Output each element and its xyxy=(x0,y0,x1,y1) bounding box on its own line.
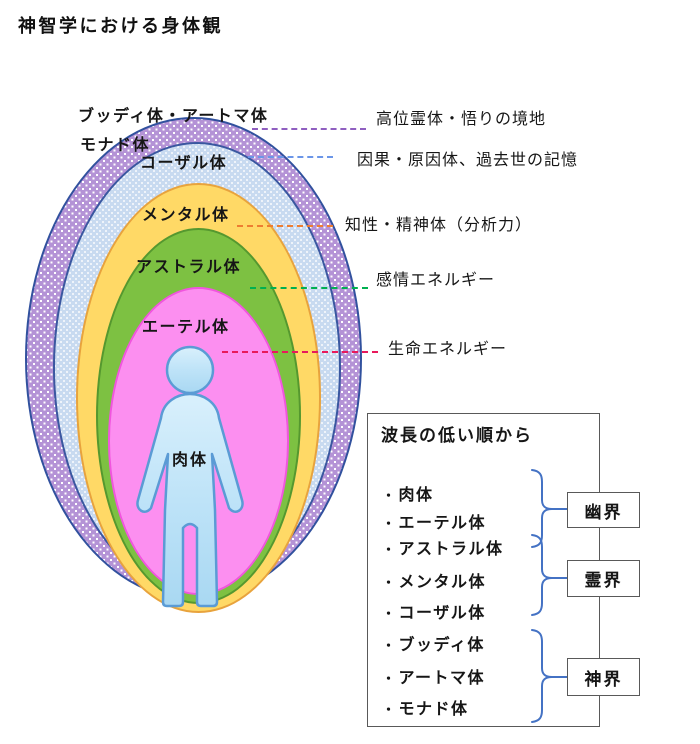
legend-item-label: 肉体 xyxy=(398,487,434,504)
legend-item-etheric: ・エーテル体 xyxy=(382,509,486,533)
annotation-life-energy: 生命エネルギー xyxy=(388,341,508,358)
label-causal-body: コーザル体 xyxy=(140,155,228,172)
bullet-icon: ・ xyxy=(382,606,397,621)
label-monad-body: モナド体 xyxy=(80,137,151,154)
leader-line-life-energy xyxy=(222,351,378,353)
legend-item-label: アストラル体 xyxy=(398,541,504,558)
annotation-emotion-energy: 感情エネルギー xyxy=(376,272,496,289)
realm-box-shinkai: 神界 xyxy=(567,658,640,696)
brace-shinkai xyxy=(531,629,553,723)
label-physical-body: 肉体 xyxy=(172,452,209,469)
legend-item-label: エーテル体 xyxy=(398,515,487,532)
legend-item-astral: ・アストラル体 xyxy=(382,535,504,559)
bullet-icon: ・ xyxy=(382,542,397,557)
realm-box-reikai: 霊界 xyxy=(567,560,640,597)
label-astral-body: アストラル体 xyxy=(136,259,242,276)
group-braces xyxy=(531,469,568,723)
leader-line-causal-memory xyxy=(248,156,333,158)
bullet-icon: ・ xyxy=(382,488,397,503)
legend-item-monad: ・モナド体 xyxy=(382,695,469,719)
bullet-icon: ・ xyxy=(382,516,397,531)
annotation-intellect: 知性・精神体（分析力） xyxy=(345,217,533,234)
legend-item-label: メンタル体 xyxy=(398,574,487,591)
human-figure xyxy=(136,345,244,608)
legend-item-label: アートマ体 xyxy=(398,670,486,687)
bullet-icon: ・ xyxy=(382,638,397,653)
legend-item-causal: ・コーザル体 xyxy=(382,599,486,623)
bullet-icon: ・ xyxy=(382,671,397,686)
legend-item-label: コーザル体 xyxy=(398,605,486,622)
label-mental-body: メンタル体 xyxy=(142,207,230,224)
label-etheric-body: エーテル体 xyxy=(142,319,230,336)
label-buddhi-atma-body: ブッディ体・アートマ体 xyxy=(78,108,269,125)
leader-line-intellect xyxy=(237,225,333,227)
leader-line-emotion-energy xyxy=(250,287,368,289)
bullet-icon: ・ xyxy=(382,575,397,590)
legend-item-mental: ・メンタル体 xyxy=(382,568,486,592)
leader-line-higher-spirit xyxy=(252,128,366,130)
page-title: 神智学における身体観 xyxy=(18,16,223,36)
bullet-icon: ・ xyxy=(382,702,397,717)
annotation-higher-spirit: 高位霊体・悟りの境地 xyxy=(376,111,547,128)
legend-item-physical: ・肉体 xyxy=(382,481,434,505)
legend-item-label: モナド体 xyxy=(398,701,469,718)
figure-body xyxy=(136,392,244,608)
legend-heading: 波長の低い順から xyxy=(381,426,533,445)
figure-head xyxy=(165,345,215,395)
legend-item-buddhi: ・ブッディ体 xyxy=(382,631,485,655)
legend-item-atma: ・アートマ体 xyxy=(382,664,485,688)
realm-box-yukai: 幽界 xyxy=(567,492,640,528)
legend-item-label: ブッディ体 xyxy=(398,637,485,654)
annotation-causal-memory: 因果・原因体、過去世の記憶 xyxy=(357,152,579,169)
